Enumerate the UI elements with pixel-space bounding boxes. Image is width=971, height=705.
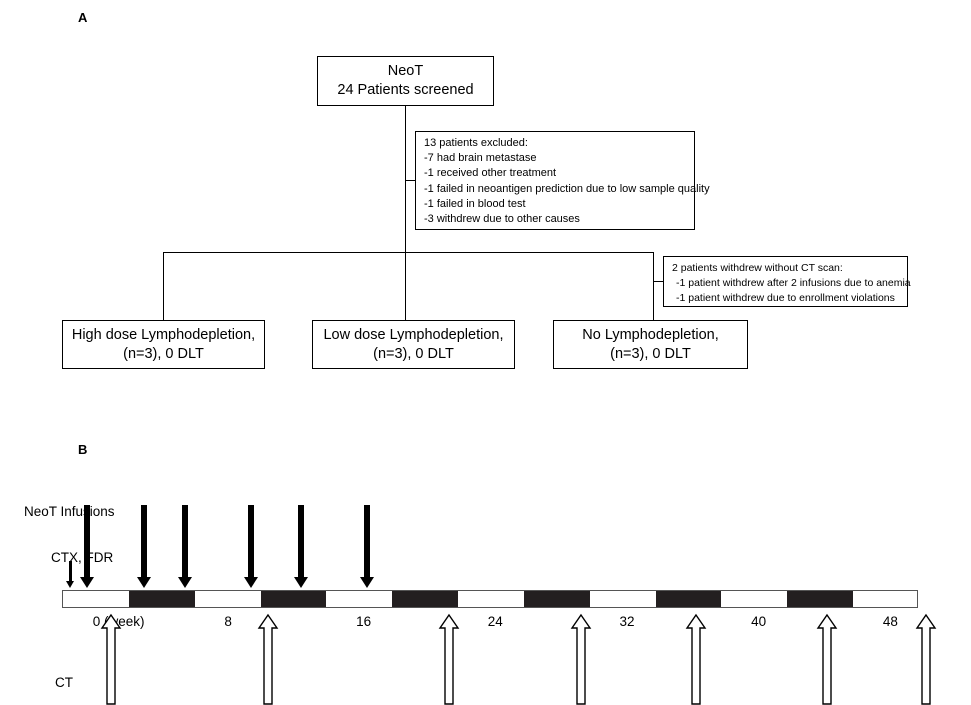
excluded-item-4: -1 failed in blood test [424,197,526,210]
ct-scan-arrow [685,613,707,705]
timeline-tick-label: 32 [619,614,635,629]
timeline-segment [787,591,854,607]
arm-high-line-1: High dose Lymphodepletion, [71,326,256,343]
arrow-head [66,581,75,588]
ct-scan-arrow [915,613,937,705]
connector-drop-high [163,252,164,320]
arrow-head [137,577,152,588]
arm-low-line-1: Low dose Lymphodepletion, [323,326,504,343]
ct-label: CT [55,675,73,690]
arrow-head [359,577,374,588]
timeline-segment [63,591,129,607]
arm-no-line-2: (n=3), 0 DLT [610,345,691,362]
timeline-segment [326,591,393,607]
arm-box-high-dose: High dose Lymphodepletion, (n=3), 0 DLT [62,320,265,369]
arrow-head [178,577,193,588]
arrow-shaft [68,561,72,581]
connector-trunk-to-low [405,252,406,320]
ct-scan-arrow [100,613,122,705]
timeline-tick-label: 16 [356,614,372,629]
timeline-segment [128,591,195,607]
excluded-item-3: -1 failed in neoantigen prediction due t… [424,182,710,195]
neot-infusion-arrow [79,505,94,588]
timeline-segment [523,591,590,607]
ct-scan-arrow [570,613,592,705]
neot-infusions-label: NeoT Infusions [24,504,115,519]
arm-low-line-2: (n=3), 0 DLT [373,345,454,362]
ct-withdrew-item-1: -1 patient withdrew after 2 infusions du… [676,276,911,289]
neot-infusion-arrow [359,505,374,588]
excluded-item-5: -3 withdrew due to other causes [424,213,580,226]
connector-drop-no [653,252,654,320]
ct-withdrew-item-2: -1 patient withdrew due to enrollment vi… [676,291,895,304]
arrow-head [293,577,308,588]
timeline-tick-label: 24 [487,614,503,629]
arrow-shaft [141,505,148,577]
timeline-segment [589,591,656,607]
connector-split-bar [163,252,654,253]
arm-box-no-lymphodepletion: No Lymphodepletion, (n=3), 0 DLT [553,320,748,369]
excluded-item-2: -1 received other treatment [424,167,557,180]
screened-line-2: 24 Patients screened [337,82,474,98]
screened-box: NeoT 24 Patients screened [317,56,494,106]
arrow-shaft [182,505,189,577]
ct-scan-arrow [257,613,279,705]
timeline-bar [62,590,918,608]
excluded-title: 13 patients excluded: [424,137,528,149]
arrow-shaft [363,505,370,577]
neot-infusion-arrow [244,505,259,588]
arm-high-line-2: (n=3), 0 DLT [123,345,204,362]
connector-to-ctwithdrew-box [653,281,664,282]
ctx-fdr-label: CTX, FDR [51,550,114,565]
timeline-segment [260,591,327,607]
timeline-tick-label: 40 [751,614,767,629]
neot-infusion-arrow [293,505,308,588]
screened-line-1: NeoT [387,63,424,79]
connector-to-excluded-box [405,180,416,181]
timeline-tick-label: 8 [224,614,232,629]
timeline-segment [392,591,459,607]
panel-a-label: A [78,10,88,25]
timeline-segment [655,591,722,607]
timeline-tick-label: 48 [882,614,898,629]
neot-infusion-arrow [178,505,193,588]
ct-scan-arrow [438,613,460,705]
excluded-item-1: -7 had brain metastase [424,152,537,165]
neot-infusion-arrow [137,505,152,588]
arrow-shaft [83,505,90,577]
connector-trunk-main [405,106,406,253]
excluded-box: 13 patients excluded: -7 had brain metas… [415,131,710,230]
panel-b-label: B [78,442,88,457]
arrow-head [244,577,259,588]
ct-withdrew-title: 2 patients withdrew without CT scan: [672,262,843,274]
arrow-shaft [297,505,304,577]
ct-withdrew-box: 2 patients withdrew without CT scan: -1 … [663,256,911,307]
timeline-segment [458,591,524,607]
arrow-head [79,577,94,588]
arm-box-low-dose: Low dose Lymphodepletion, (n=3), 0 DLT [312,320,515,369]
arrow-shaft [248,505,255,577]
timeline-segment [721,591,788,607]
ct-scan-arrow [816,613,838,705]
arm-no-line-1: No Lymphodepletion, [582,326,719,343]
timeline-segment [853,591,917,607]
timeline-segment [194,591,261,607]
ctx-fdr-arrow [66,561,75,588]
